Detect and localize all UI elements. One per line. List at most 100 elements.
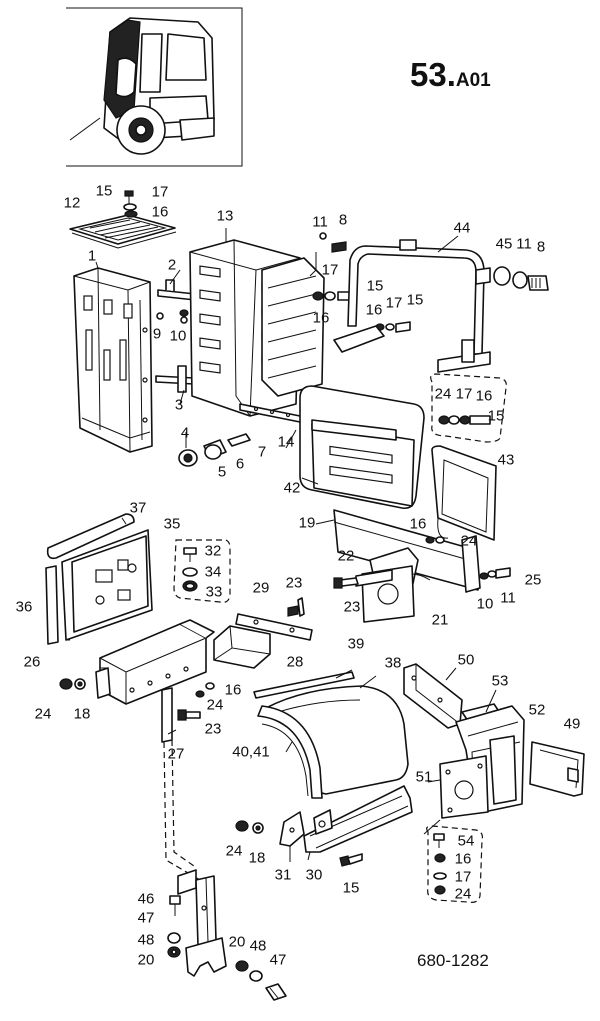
callout-label: 14 [277, 433, 295, 451]
callout-label: 45 [495, 235, 513, 253]
callout-label: 40,41 [232, 743, 270, 761]
callout-label: 52 [528, 701, 546, 719]
callout-label: 15 [366, 277, 384, 295]
callout-label: 43 [497, 451, 515, 469]
callout-label: 48 [137, 931, 155, 949]
callout-label: 15 [342, 879, 360, 897]
callout-label: 20 [228, 933, 246, 951]
drawing-number: 680-1282 [417, 951, 489, 970]
callout-label: 3 [174, 396, 184, 414]
callout-label: 4 [180, 424, 190, 442]
callout-label: 19 [298, 514, 316, 532]
main-panel [73, 267, 153, 453]
callout-label: 24 [454, 885, 472, 903]
callout-label: 24 [34, 705, 52, 723]
crossmember-hardware [235, 820, 264, 834]
mounting-frame-50 [403, 663, 463, 729]
cab-inset [66, 7, 243, 167]
bar-hardware [493, 266, 549, 291]
callout-label: 10 [476, 595, 494, 613]
callout-label: 11 [500, 589, 516, 607]
callout-label: 21 [431, 611, 449, 629]
callout-label: 54 [457, 832, 475, 850]
support-bar [333, 239, 491, 373]
side-cover-panel [299, 385, 425, 510]
tray-bracket-28 [213, 625, 271, 669]
callout-label: 34 [204, 563, 222, 581]
callout-label: 15 [406, 291, 424, 309]
callout-label: 17 [321, 261, 339, 279]
leg-hardware-left [167, 895, 181, 958]
callout-label: 51 [415, 768, 433, 786]
callout-label: 6 [235, 455, 245, 473]
beam-hardware [425, 536, 511, 580]
crossmember-bracket [279, 811, 305, 847]
callout-label: 25 [524, 571, 542, 589]
callout-label: 18 [73, 705, 91, 723]
callout-label: 16 [151, 203, 169, 221]
side-strip [45, 565, 59, 645]
callout-label: 38 [384, 654, 402, 672]
callout-label: 1 [87, 247, 97, 265]
callout-label: 18 [248, 849, 266, 867]
callout-label: 11 [516, 235, 532, 253]
callout-label: 24 [206, 696, 224, 714]
callout-label: 15 [487, 407, 505, 425]
callout-label: 26 [23, 653, 41, 671]
callout-label: 11 [312, 213, 328, 231]
leader-lines [95, 228, 497, 862]
callout-label: 24 [434, 385, 452, 403]
callout-label: 46 [137, 890, 155, 908]
callout-label: 47 [137, 909, 155, 927]
bolt-23-tray [287, 597, 305, 617]
callout-label: 17 [151, 183, 169, 201]
hardware-kit-box-lower [426, 825, 483, 903]
callout-label: 16 [409, 515, 427, 533]
callout-label: 36 [15, 598, 33, 616]
callout-label: 16 [454, 850, 472, 868]
callout-label: 24 [460, 532, 478, 550]
callout-label: 50 [457, 651, 475, 669]
callout-label: 17 [455, 385, 473, 403]
callout-label: 9 [152, 325, 162, 343]
crossmember-bolt [339, 853, 363, 867]
callout-label: 15 [95, 182, 113, 200]
callout-label: 44 [453, 219, 471, 237]
tray-bracket-29 [235, 613, 313, 641]
mudguard-38 [265, 685, 409, 795]
air-intake-grille [69, 214, 177, 249]
bracket-plate [355, 565, 415, 623]
support-leg-46 [177, 869, 227, 977]
bolt-23-upper [333, 577, 359, 589]
page-code-suffix: A01 [455, 70, 491, 91]
callout-label: 5 [217, 463, 227, 481]
callout-label: 49 [563, 715, 581, 733]
callout-label: 27 [167, 745, 185, 763]
callout-label: 47 [269, 951, 287, 969]
page-code-main: 53. [410, 56, 456, 93]
callout-label: 30 [305, 866, 323, 884]
callout-label: 13 [216, 207, 234, 225]
callout-label: 2 [167, 256, 177, 274]
mudguard-40-41 [257, 705, 323, 799]
cover-49 [529, 741, 585, 797]
callout-label: 8 [338, 211, 348, 229]
tray-hardware-left [59, 678, 86, 690]
leg-hardware-right [235, 960, 287, 1001]
callout-label: 28 [286, 653, 304, 671]
mudguard-strip [253, 671, 355, 699]
callout-label: 33 [205, 583, 223, 601]
bushing-assembly [178, 433, 251, 467]
callout-label: 53 [491, 672, 509, 690]
callout-label: 39 [347, 635, 365, 653]
callout-label: 20 [137, 951, 155, 969]
callout-label: 35 [163, 515, 181, 533]
hardware-kit-box-middle [173, 539, 231, 603]
battery-tray [95, 619, 215, 705]
callout-label: 42 [283, 479, 301, 497]
callout-label: 16 [365, 301, 383, 319]
callout-label: 23 [285, 574, 303, 592]
battery-cover-roll [46, 513, 135, 560]
